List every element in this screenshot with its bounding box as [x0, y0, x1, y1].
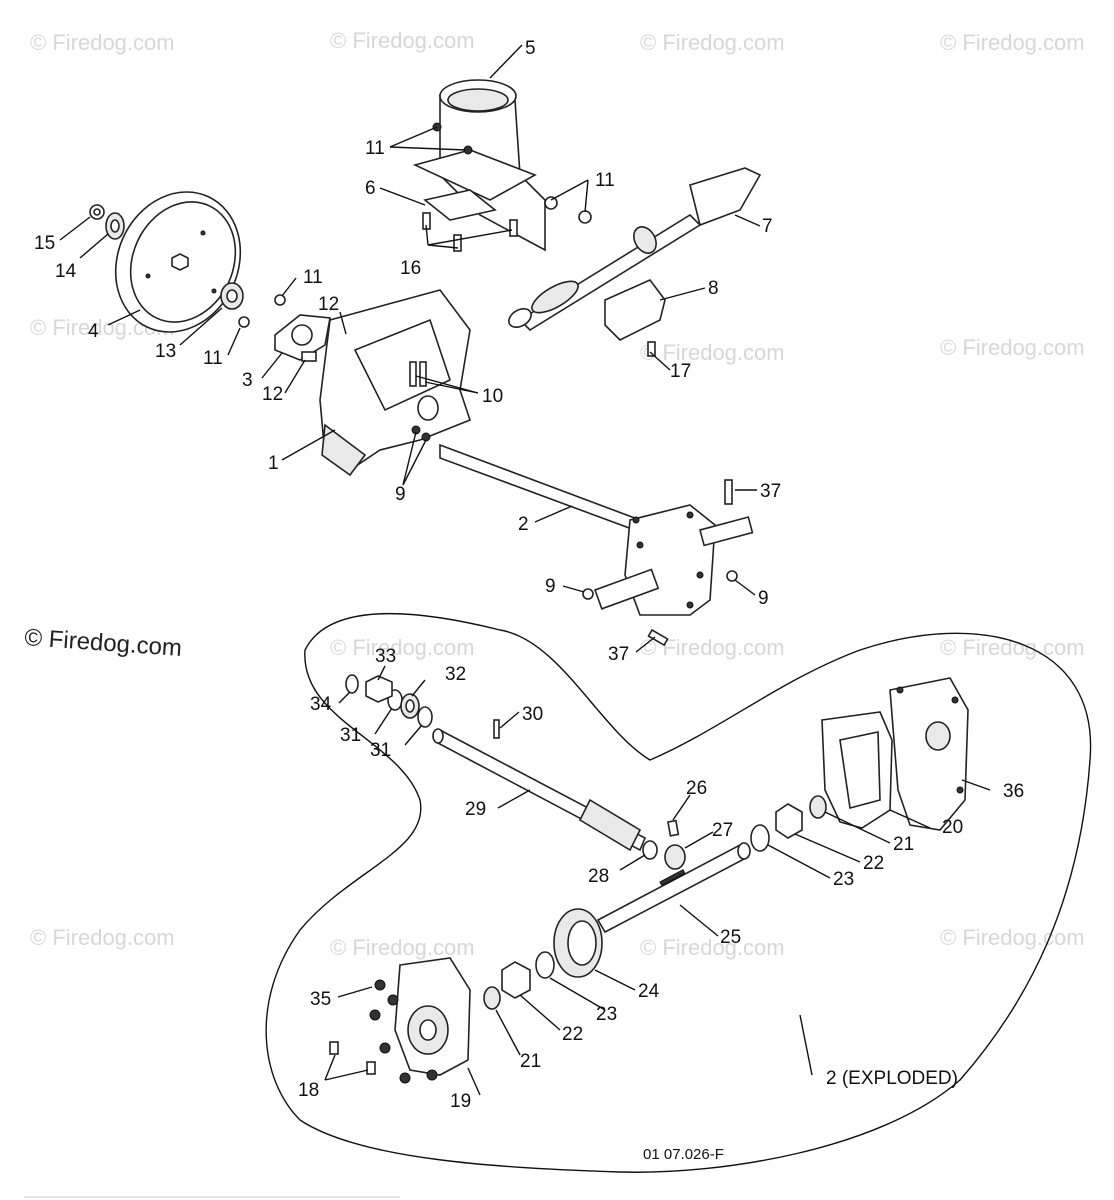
bushing-part-33 — [365, 675, 393, 703]
watermark-prominent: © Firedog.com — [24, 624, 183, 662]
watermark: © Firedog.com — [940, 335, 1085, 360]
callout-23: 23 — [596, 1004, 617, 1025]
bolt-part-37 — [647, 479, 733, 647]
output-shaft-part-25 — [596, 842, 751, 934]
callout-11: 11 — [365, 138, 385, 159]
callout-12: 12 — [262, 384, 283, 405]
callout-6: 6 — [365, 178, 376, 199]
washer-part-15 — [89, 204, 105, 220]
nut-part-9 — [582, 570, 738, 600]
callout-7: 7 — [762, 216, 773, 237]
callout-labels: 5 11 6 11 7 16 8 17 15 14 4 13 11 11 1 2 … — [34, 38, 1024, 1163]
watermark: © Firedog.com — [640, 935, 785, 960]
nut-part-11 — [544, 196, 592, 224]
callout-27: 27 — [712, 820, 733, 841]
watermark: © Firedog.com — [640, 30, 785, 55]
callout-9: 9 — [545, 576, 556, 597]
watermark: © Firedog.com — [940, 635, 1085, 660]
callout-9: 9 — [758, 588, 769, 609]
bracket-part-8 — [604, 279, 666, 357]
watermarks: © Firedog.com © Firedog.com © Firedog.co… — [24, 28, 1085, 960]
chute-part-5 — [412, 79, 546, 252]
callout-19: 19 — [450, 1091, 471, 1112]
callout-15: 15 — [34, 233, 55, 254]
watermark: © Firedog.com — [940, 925, 1085, 950]
callout-31: 31 — [370, 740, 391, 761]
bushing-part-27 — [664, 844, 686, 870]
callout-31: 31 — [340, 725, 361, 746]
callout-25: 25 — [720, 927, 741, 948]
callout-12: 12 — [318, 294, 339, 315]
callout-33: 33 — [375, 646, 396, 667]
gearbox-assembly-part-2 — [439, 443, 754, 616]
watermark: © Firedog.com — [330, 28, 475, 53]
callout-24: 24 — [638, 981, 660, 1002]
bolt-part-35 — [369, 979, 438, 1084]
washer-part-28 — [642, 840, 658, 860]
spacer-part-14 — [105, 212, 125, 240]
watermark: © Firedog.com — [640, 340, 785, 365]
callout-35: 35 — [310, 989, 331, 1010]
callout-11: 11 — [595, 170, 615, 191]
callout-21: 21 — [520, 1051, 541, 1072]
callout-8: 8 — [708, 278, 719, 299]
callout-29: 29 — [465, 799, 486, 820]
callout-21: 21 — [893, 834, 914, 855]
housing-half-part-19 — [394, 957, 471, 1076]
seal-part-32 — [400, 693, 420, 719]
callout-16: 16 — [400, 258, 421, 279]
seal-part-21 — [483, 795, 827, 1010]
callout-11: 11 — [303, 267, 323, 288]
worm-shaft-part-29 — [432, 728, 647, 852]
housing-part-1 — [319, 289, 471, 477]
watermark: © Firedog.com — [30, 925, 175, 950]
callout-34: 34 — [310, 694, 332, 715]
callout-28: 28 — [588, 866, 609, 887]
watermark: © Firedog.com — [330, 635, 475, 660]
callout-11: 11 — [203, 348, 223, 369]
callout-4: 4 — [88, 321, 99, 342]
bushing-part-22 — [501, 803, 803, 999]
callout-32: 32 — [445, 664, 466, 685]
callout-23: 23 — [833, 869, 854, 890]
leader-lines — [59, 44, 991, 1096]
callout-5: 5 — [525, 38, 536, 59]
exploded-boundary — [265, 612, 1092, 1173]
callout-20: 20 — [942, 817, 963, 838]
callout-13: 13 — [155, 341, 176, 362]
callout-18: 18 — [298, 1080, 319, 1101]
callout-2: 2 — [518, 514, 529, 535]
chute-crank-part-7 — [508, 167, 762, 332]
callout-9: 9 — [395, 484, 406, 505]
callout-30: 30 — [522, 704, 543, 725]
key-part-26 — [667, 819, 680, 837]
ring-part-34 — [345, 674, 359, 694]
exploded-label: 2 (EXPLODED) — [826, 1068, 958, 1089]
pin-part-18 — [329, 1041, 376, 1075]
watermark: © Firedog.com — [940, 30, 1085, 55]
pin-part-30 — [493, 719, 500, 739]
callout-37: 37 — [608, 644, 629, 665]
callout-1: 1 — [268, 453, 279, 474]
callout-10: 10 — [482, 386, 503, 407]
pulley-part-4 — [114, 191, 242, 333]
gear-part-24 — [553, 908, 603, 978]
bearing-part-13 — [220, 282, 244, 310]
callout-22: 22 — [863, 853, 884, 874]
callout-26: 26 — [686, 778, 707, 799]
callout-17: 17 — [670, 361, 691, 382]
washer-part-23 — [535, 824, 770, 979]
callout-36: 36 — [1003, 781, 1024, 802]
callout-3: 3 — [242, 370, 253, 391]
watermark: © Firedog.com — [330, 935, 475, 960]
gasket-part-20 — [821, 711, 893, 829]
drawing-code: 01 07.026-F — [643, 1146, 724, 1163]
nut-part-11 — [238, 294, 286, 328]
watermark: © Firedog.com — [30, 30, 175, 55]
callout-37: 37 — [760, 481, 781, 502]
housing-half-part-36 — [889, 677, 969, 831]
callout-22: 22 — [562, 1024, 583, 1045]
callout-14: 14 — [55, 261, 77, 282]
